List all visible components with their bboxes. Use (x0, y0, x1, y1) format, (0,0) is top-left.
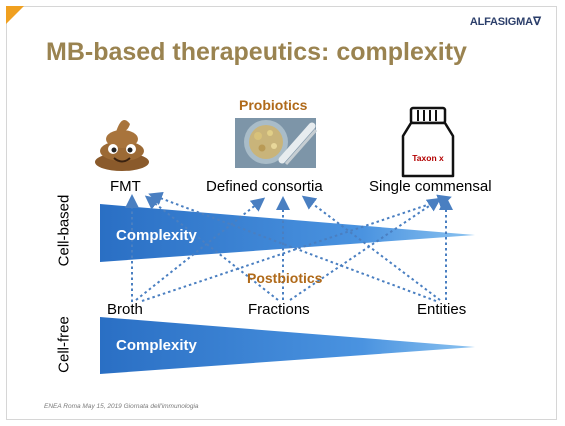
cell-based-label: Cell-based (55, 194, 73, 267)
petri-dish-image (235, 118, 318, 168)
corner-accent (6, 6, 24, 24)
bottle-label: Taxon x (412, 153, 444, 163)
poop-emoji-icon (95, 119, 149, 171)
probiotics-label: Probiotics (239, 97, 308, 113)
bottle-icon (401, 106, 455, 178)
company-logo: ALFASIGMA∇ (470, 14, 541, 28)
complexity-label-top: Complexity (116, 227, 197, 244)
top-item-single-commensal: Single commensal (369, 178, 492, 195)
arrow-fractions-commensal (289, 197, 442, 301)
bottom-item-broth: Broth (107, 301, 143, 318)
top-item-defined-consortia: Defined consortia (206, 178, 323, 195)
bottom-item-entities: Entities (417, 301, 467, 318)
postbiotics-label: Postbiotics (247, 270, 323, 286)
arrow-broth-consortia (135, 197, 266, 301)
bottom-item-fractions: Fractions (248, 301, 310, 318)
arrow-entities-consortia (301, 195, 441, 301)
complexity-wedge-cell-free (100, 317, 475, 374)
cell-free-label: Cell-free (55, 316, 73, 373)
logo-text: ALFASIGMA (469, 16, 533, 28)
slide-footer: ENEA Roma May 15, 2019 Giornata dell'imm… (44, 403, 199, 410)
arrows (125, 191, 453, 302)
top-item-fmt: FMT (110, 178, 141, 195)
arrow-broth-commensal (141, 194, 452, 302)
complexity-label-bottom: Complexity (116, 337, 197, 354)
arrow-fractions-fmt (144, 195, 279, 301)
logo-mark-icon: ∇ (532, 14, 541, 28)
slide-title: MB-based therapeutics: complexity (46, 38, 467, 66)
complexity-wedge-cell-based (100, 204, 475, 262)
arrow-entities-fmt (148, 191, 437, 302)
